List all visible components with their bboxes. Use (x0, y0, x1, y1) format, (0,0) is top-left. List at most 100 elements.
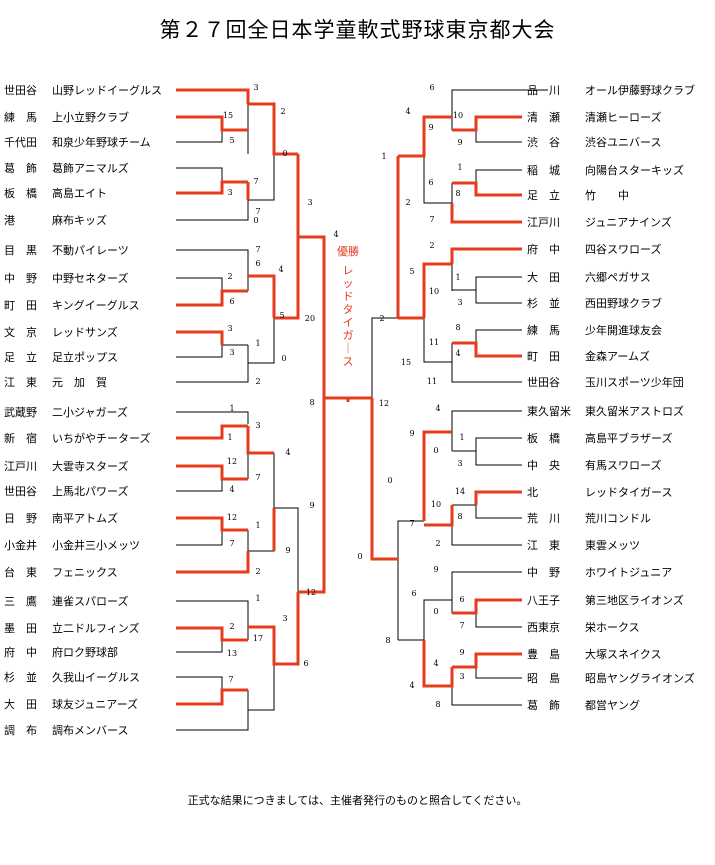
team-area: 板 橋 (4, 186, 37, 200)
score-right: 2 (379, 314, 384, 323)
champion-team-char: レ (342, 264, 354, 277)
winner-path (176, 88, 250, 104)
team-area: 新 宿 (4, 431, 37, 445)
team-name: いちがやチーターズ (52, 431, 150, 445)
team-area: 稲 城 (527, 164, 560, 177)
score-left: 3 (229, 348, 234, 357)
team-area: 江 東 (4, 376, 37, 389)
team-area: 世田谷 (527, 376, 560, 389)
winner-path (452, 341, 522, 358)
score-left: 8 (309, 398, 314, 407)
team-name: 調布メンバース (52, 723, 128, 737)
champion-team-char: ッ (342, 277, 354, 290)
team-name: オール伊藤野球クラブ (585, 83, 695, 97)
score-right: 0 (433, 607, 438, 616)
score-right: 10 (431, 500, 441, 509)
score-right: 4 (455, 349, 460, 358)
score-left: 3 (282, 614, 287, 623)
score-left: 7 (253, 177, 258, 186)
team-name: 玉川スポーツ少年団 (585, 375, 684, 389)
bracket-line (371, 317, 398, 398)
bracket-line (451, 571, 522, 586)
page-title: 第２７回全日本学童軟式野球東京都大会 (159, 18, 556, 42)
champion-title: 優勝 (337, 245, 359, 258)
team-area: 昭 島 (527, 671, 560, 685)
team-area: 府 中 (4, 645, 37, 659)
score-right: 0 (357, 552, 362, 561)
team-name: 西田野球クラブ (585, 296, 662, 310)
winner-path (298, 398, 326, 594)
score-right: 2 (405, 198, 410, 207)
bracket-line (274, 507, 299, 592)
winner-path (176, 180, 248, 195)
score-right: 6 (459, 595, 464, 604)
winner-path (452, 598, 522, 615)
score-right: 3 (459, 672, 464, 681)
team-name: フェニックス (52, 566, 118, 579)
team-name: 都営ヤング (585, 698, 640, 712)
score-left: 15 (223, 111, 233, 120)
score-labels: 3155737020372664533102208411341247127192… (223, 83, 465, 709)
team-area: 八王子 (527, 594, 560, 607)
bracket-line (475, 329, 522, 343)
team-name: 足立ポップス (52, 350, 118, 364)
score-right: 15 (401, 358, 411, 367)
winner-path (176, 424, 248, 440)
team-name: 久我山イーグルス (52, 670, 140, 684)
team-name: 上馬北パワーズ (52, 484, 128, 498)
team-name: ホワイトジュニア (585, 566, 672, 579)
bracket-line (475, 437, 522, 451)
team-name: 向陽台スターキッズ (585, 163, 684, 177)
bracket-line (475, 169, 522, 183)
score-left: 1 (227, 433, 232, 442)
team-name: 葛飾アニマルズ (52, 161, 129, 175)
score-right: 11 (429, 338, 439, 347)
team-name: レッドタイガース (585, 486, 672, 499)
winner-path (274, 237, 300, 320)
winner-path (324, 396, 350, 402)
bracket-line (451, 89, 548, 104)
score-right: 6 (429, 83, 434, 92)
winner-path (450, 203, 522, 224)
score-right: 8 (457, 512, 462, 521)
score-left: 5 (229, 136, 234, 145)
winner-path (452, 115, 522, 132)
score-left: 5 (279, 311, 284, 320)
bracket-line (423, 156, 452, 204)
score-right: 1 (459, 433, 464, 442)
score-right: 1 (457, 163, 462, 172)
team-area: 町 田 (527, 350, 560, 363)
bracket-line (176, 200, 249, 221)
score-right: 5 (409, 267, 414, 276)
winner-path (248, 592, 300, 666)
score-right: 0 (433, 446, 438, 455)
score-left: 3 (227, 188, 232, 197)
team-name: 球友ジュニアーズ (52, 697, 138, 711)
team-name: 竹 中 (585, 188, 629, 202)
team-name: 中野セネターズ (52, 271, 128, 285)
team-area: 大 田 (4, 697, 37, 711)
score-left: 4 (278, 265, 283, 274)
team-name: ジュニアナインズ (585, 215, 672, 229)
score-left: 3 (227, 324, 232, 333)
score-right: 4 (409, 681, 414, 690)
team-name: 高島平ブラザーズ (585, 431, 672, 445)
team-name: 山野レッドイーグルス (52, 83, 162, 97)
bracket-line (176, 344, 248, 358)
bracket-line (451, 525, 522, 546)
team-area: 町 田 (4, 299, 37, 312)
team-name: 立二ドルフィンズ (52, 621, 140, 635)
score-left: 12 (306, 588, 316, 597)
score-left: 7 (229, 539, 234, 548)
score-right: 11 (427, 377, 437, 386)
score-right: 3 (457, 298, 462, 307)
team-area: 西東京 (527, 620, 560, 634)
winner-path (298, 235, 326, 398)
team-area: 荒 川 (527, 512, 560, 525)
score-left: 3 (253, 83, 258, 92)
team-name: 清瀬ヒーローズ (585, 110, 661, 124)
score-left: 2 (255, 567, 260, 576)
team-name: 上小立野クラブ (52, 110, 129, 124)
winner-path (176, 115, 248, 132)
team-area: 台 東 (4, 565, 37, 579)
